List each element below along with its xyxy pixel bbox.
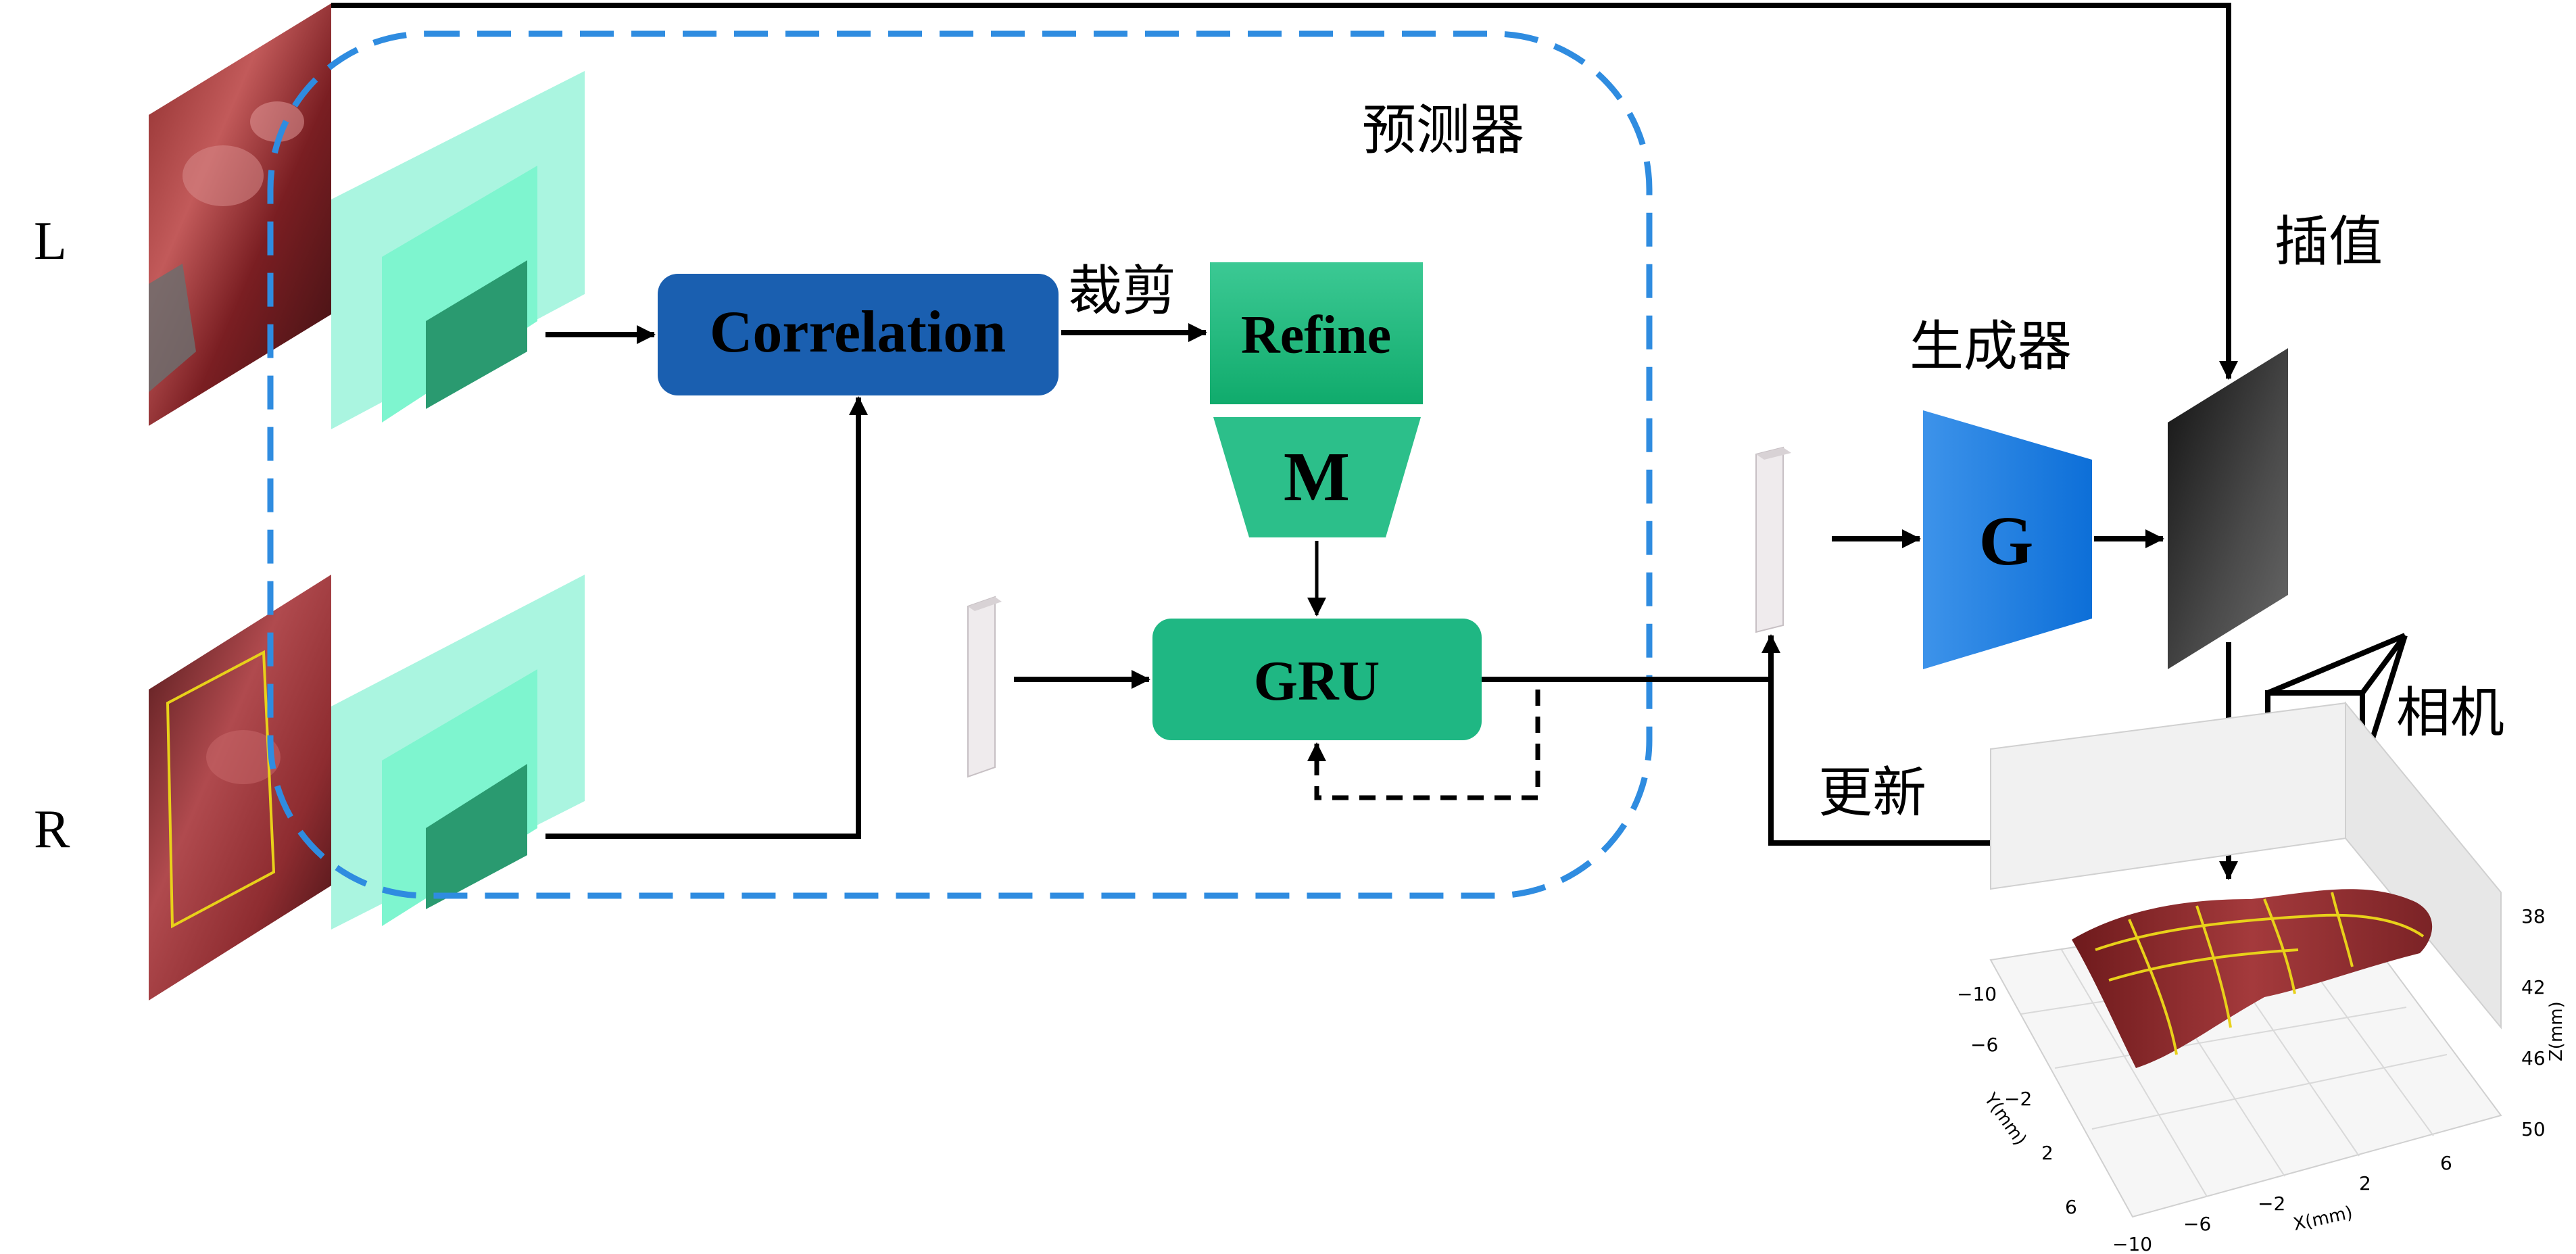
left-feature-pyramid (331, 71, 585, 429)
y-tick-4: 6 (2065, 1196, 2077, 1218)
right-input-label: R (34, 800, 70, 859)
x-tick-0: −10 (2112, 1233, 2152, 1254)
output-vector (1755, 446, 1791, 633)
hidden-state-vector (967, 596, 1002, 778)
x-tick-3: 2 (2359, 1172, 2371, 1195)
y-tick-1: −6 (1970, 1034, 1998, 1056)
refine-block (1210, 262, 1423, 404)
gru-label: GRU (1254, 650, 1380, 713)
x-tick-2: −2 (2258, 1192, 2285, 1215)
update-label: 更新 (1818, 761, 1926, 824)
camera-label: 相机 (2396, 681, 2504, 744)
m-label: M (1284, 438, 1350, 516)
predictor-region (267, 30, 1653, 899)
interpolation-label: 插值 (2275, 210, 2383, 273)
x-tick-4: 6 (2440, 1152, 2452, 1174)
z-axis-label: Z(mm) (2546, 1001, 2567, 1061)
x-tick-1: −6 (2183, 1213, 2211, 1235)
crop-label: 裁剪 (1068, 260, 1176, 322)
right-input-image (149, 575, 331, 1000)
generator-title: 生成器 (1910, 315, 2072, 378)
y-tick-2: −2 (2004, 1088, 2032, 1110)
y-tick-3: 2 (2041, 1142, 2053, 1164)
z-tick-0: 38 (2521, 905, 2546, 927)
reconstruction-3d-plot: −10 −6 −2 2 6 −10 −6 −2 2 6 38 42 46 50 … (1957, 701, 2567, 1254)
correlation-block (658, 274, 1059, 395)
m-block (1213, 417, 1421, 537)
refine-label: Refine (1241, 306, 1391, 365)
predictor-title: 预测器 (1362, 99, 1524, 162)
right-feature-pyramid (331, 575, 585, 930)
z-tick-2: 46 (2521, 1047, 2546, 1069)
left-input-label: L (34, 212, 67, 271)
z-tick-1: 42 (2521, 976, 2546, 998)
generator-block-label: G (1979, 502, 2034, 580)
generator-block (1923, 410, 2092, 669)
depth-map (2168, 348, 2288, 669)
gru-block (1152, 619, 1482, 740)
z-tick-3: 50 (2521, 1118, 2546, 1140)
correlation-label: Correlation (710, 299, 1006, 365)
y-tick-0: −10 (1957, 983, 1997, 1005)
x-axis-label: X(mm) (2291, 1203, 2354, 1235)
crop-region-outline (166, 650, 276, 929)
left-input-image (149, 3, 331, 426)
